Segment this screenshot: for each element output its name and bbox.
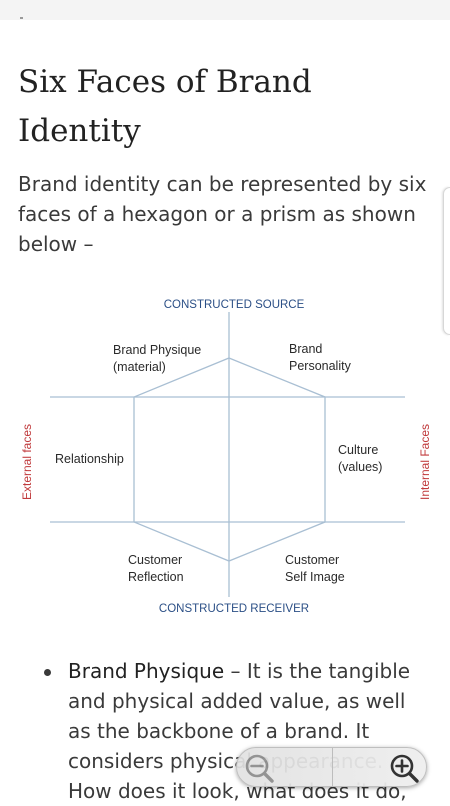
bullet-term: Brand Physique [68, 659, 225, 683]
bullet-dot-icon [44, 669, 51, 676]
face-culture-line1: Culture [338, 443, 378, 457]
face-selfimage-line2: Self Image [285, 570, 345, 584]
right-side-label: Internal Faces [418, 424, 432, 500]
prism-svg: CONSTRUCTED SOURCE CONSTRUCTED RECEIVER … [20, 299, 432, 615]
face-physique-line1: Brand Physique [113, 343, 201, 357]
scroll-indicator[interactable] [443, 187, 450, 335]
face-physique-line2: (material) [113, 360, 166, 374]
zoom-in-icon[interactable] [388, 752, 420, 784]
bottom-axis-label: CONSTRUCTED RECEIVER [159, 603, 309, 615]
zoom-control [236, 747, 427, 787]
top-bar [0, 0, 450, 20]
zoom-out-icon[interactable] [243, 752, 275, 784]
face-reflection-line1: Customer [128, 553, 182, 567]
face-culture-line2: (values) [338, 460, 382, 474]
page-title: Six Faces of Brand Identity [18, 64, 312, 149]
face-personality-line2: Personality [289, 359, 352, 373]
zoom-divider [332, 748, 333, 786]
brand-identity-prism-diagram: CONSTRUCTED SOURCE CONSTRUCTED RECEIVER … [0, 290, 450, 625]
intro-paragraph: Brand identity can be represented by six… [18, 172, 427, 256]
face-personality-line1: Brand [289, 342, 322, 356]
top-bar-mark [20, 17, 23, 19]
top-axis-label: CONSTRUCTED SOURCE [164, 299, 305, 311]
face-relationship: Relationship [55, 452, 124, 466]
hexagon-outline [133, 357, 326, 562]
face-reflection-line2: Reflection [128, 570, 184, 584]
face-selfimage-line1: Customer [285, 553, 339, 567]
left-side-label: External faces [20, 424, 34, 500]
